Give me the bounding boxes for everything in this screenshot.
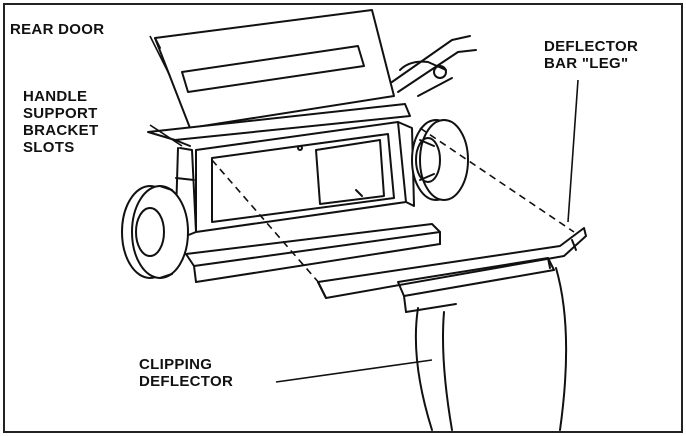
deflector-bar-leg-label: DEFLECTOR BAR "LEG" xyxy=(543,38,640,72)
left-wheel xyxy=(121,185,189,279)
right-wheel xyxy=(411,119,469,201)
label-line: CLIPPING xyxy=(139,356,213,373)
clipping-deflector-leader xyxy=(275,359,433,383)
mower-housing xyxy=(175,121,415,237)
label-line: SLOTS xyxy=(23,139,75,156)
rear-door-leader xyxy=(149,35,171,77)
rear-door-label-text: REAR DOOR xyxy=(10,21,105,38)
label-line: DEFLECTOR xyxy=(139,373,234,390)
figure-frame xyxy=(3,3,683,433)
label-line: DEFLECTOR xyxy=(544,38,639,55)
grass-bag xyxy=(414,267,568,431)
handle-support-bracket xyxy=(147,103,411,147)
rear-door-label: REAR DOOR xyxy=(9,21,106,38)
discharge-plate xyxy=(185,223,441,283)
clipping-deflector xyxy=(317,227,587,313)
callout-leaders xyxy=(149,35,579,383)
mower-handle xyxy=(391,35,477,97)
handle-support-bracket-slots-label: HANDLE SUPPORT BRACKET SLOTS xyxy=(22,88,100,156)
label-line: BAR "LEG" xyxy=(544,55,629,72)
alignment-guides xyxy=(211,127,575,285)
bracket-slots-leader xyxy=(149,124,183,147)
rear-door xyxy=(154,9,395,129)
label-line: BRACKET xyxy=(23,122,99,139)
clipping-deflector-label: CLIPPING DEFLECTOR xyxy=(138,356,235,390)
deflector-leg-leader xyxy=(567,79,579,223)
label-line: HANDLE xyxy=(23,88,88,105)
label-line: SUPPORT xyxy=(23,105,98,122)
